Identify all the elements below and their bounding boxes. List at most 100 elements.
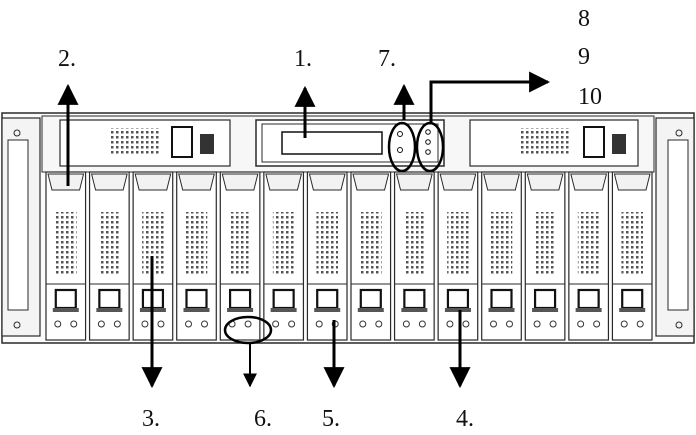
drive-tray-top-latch: [395, 173, 433, 191]
drive-bay-4: [176, 171, 217, 341]
drive-tray-handle: [403, 288, 426, 310]
drive-tray-vent: [360, 212, 382, 274]
power-supply-right: [469, 119, 639, 167]
drive-tray-handle: [185, 288, 208, 310]
drive-status-led: [375, 320, 383, 328]
drive-tray-handle-base: [96, 308, 123, 312]
drive-tray-handle-base: [270, 308, 297, 312]
drive-tray-top-latch: [178, 173, 215, 191]
drive-tray-top-latch: [352, 173, 390, 191]
drive-activity-led: [54, 320, 62, 328]
chassis: [1, 112, 695, 344]
drive-status-led: [288, 320, 296, 328]
drive-tray-top-latch: [308, 173, 346, 191]
drive-tray-vent: [490, 212, 513, 274]
drive-status-led: [70, 320, 78, 328]
drive-tray-top-latch: [613, 173, 651, 191]
drive-tray-top-latch: [526, 173, 564, 191]
drive-tray-handle-base: [575, 308, 602, 312]
drive-bay-6: [263, 171, 305, 341]
drive-status-led: [506, 320, 513, 328]
drive-tray-handle-base: [401, 308, 428, 312]
drive-tray-handle-base: [357, 308, 384, 312]
drive-status-led: [636, 320, 644, 328]
callouts: [57, 71, 551, 389]
drive-activity-led: [620, 320, 628, 328]
drive-tray-handle-base: [488, 308, 515, 312]
label-3: 3.: [142, 406, 160, 432]
psu-switch-right: [583, 126, 605, 158]
drive-tray-top-latch: [483, 173, 520, 191]
power-supply-left: [59, 119, 231, 167]
label-8: 8: [578, 6, 590, 32]
drive-status-led: [549, 320, 557, 328]
callout-circle-7: [387, 121, 417, 173]
drive-bays: [45, 171, 653, 341]
label-10: 10: [578, 84, 602, 110]
label-7: 7.: [378, 46, 396, 72]
drive-tray-vent: [577, 212, 600, 274]
drive-tray-vent: [229, 212, 251, 274]
drive-status-led: [418, 320, 426, 328]
label-9: 9: [578, 44, 590, 70]
drive-activity-led: [185, 320, 192, 328]
drive-tray-handle-base: [314, 308, 341, 312]
drive-tray-top-latch: [570, 173, 608, 191]
drive-tray-vent: [98, 212, 121, 274]
label-2: 2.: [58, 46, 76, 72]
psu-switch-left: [171, 126, 193, 158]
panel-button-2: [397, 147, 403, 153]
drive-tray-handle: [577, 288, 600, 310]
psu-vent-right: [520, 128, 570, 154]
drive-bay-13: [568, 171, 610, 341]
drive-tray-vent: [403, 212, 426, 274]
psu-vent-left: [110, 128, 160, 154]
drive-bay-10: [437, 171, 479, 341]
drive-bay-7: [306, 171, 348, 341]
drive-status-led: [593, 320, 601, 328]
drive-status-led: [244, 320, 252, 328]
drive-bay-5: [219, 171, 261, 341]
drive-tray-vent: [272, 212, 295, 274]
drive-activity-led: [533, 320, 541, 328]
panel-led-2: [425, 139, 431, 145]
left-rack-ear: [1, 117, 41, 337]
drive-tray-handle-base: [227, 308, 254, 312]
drive-status-led: [113, 320, 121, 328]
drive-activity-led: [490, 320, 497, 328]
drive-tray-handle: [533, 288, 557, 310]
drive-tray-vent: [142, 212, 164, 274]
drive-activity-led: [577, 320, 585, 328]
drive-bay-8: [350, 171, 392, 341]
drive-tray-vent: [534, 212, 556, 274]
drive-tray-top-latch: [90, 173, 128, 191]
callout-circle-8-10: [415, 121, 445, 173]
drive-tray-vent: [55, 212, 77, 274]
drive-bay-9: [393, 171, 435, 341]
drive-activity-led: [97, 320, 105, 328]
drive-tray-vent: [185, 212, 208, 274]
drive-tray-handle: [98, 288, 121, 310]
drive-activity-led: [359, 320, 367, 328]
drive-bay-14: [611, 171, 653, 341]
drive-activity-led: [402, 320, 410, 328]
psu-socket-left: [200, 134, 214, 154]
drive-status-led: [462, 320, 470, 328]
drive-tray-handle-base: [444, 308, 471, 312]
drive-tray-vent: [447, 212, 469, 274]
label-5: 5.: [322, 406, 340, 432]
callout-circle-6: [223, 315, 273, 345]
drive-tray-handle: [621, 288, 644, 310]
label-4: 4.: [456, 406, 474, 432]
drive-activity-led: [141, 320, 149, 328]
drive-bay-2: [88, 171, 130, 341]
drive-tray-handle: [228, 288, 252, 310]
drive-tray-handle-base: [532, 308, 559, 312]
drive-activity-led: [272, 320, 280, 328]
callout-labels: 1. 2. 3. 4. 5. 6. 7. 8 9 10: [58, 6, 602, 432]
drive-tray-top-latch: [221, 173, 259, 191]
drive-activity-led: [446, 320, 454, 328]
drive-activity-led: [315, 320, 323, 328]
drive-tray-handle: [272, 288, 295, 310]
